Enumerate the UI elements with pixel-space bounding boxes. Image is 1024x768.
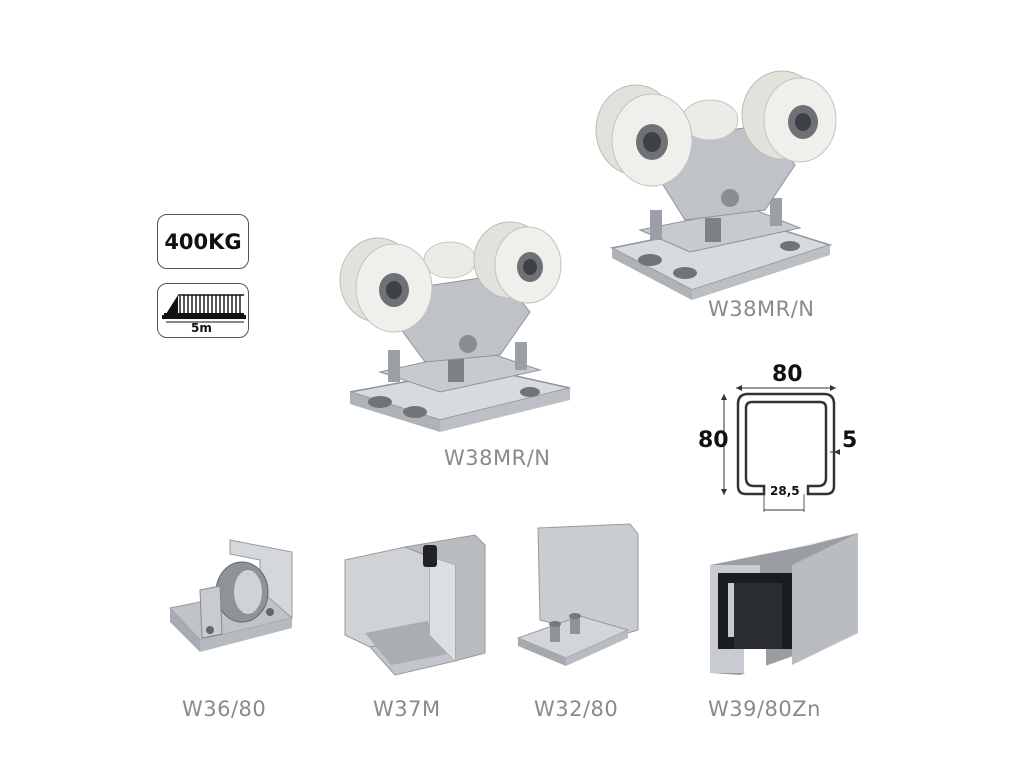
wheel-icon [339,221,562,333]
carriage-w38mr-front [339,221,571,432]
gate-length-text: 5m [191,321,212,335]
label-end-catcher: W37M [373,697,441,721]
gate-icon [162,294,246,323]
carriage-w38mr-back [595,70,837,300]
capacity-badge: 400KG [157,214,249,269]
rail-profile-diagram [721,385,840,512]
guide-roller-w32 [516,523,639,666]
rail-w39 [710,533,858,675]
capacity-text: 400KG [164,229,242,254]
gate-length-badge: 5m [157,283,249,338]
label-guide-roller: W32/80 [534,697,619,721]
wheel-icon [595,70,837,187]
end-catcher-w37m [344,534,486,676]
end-roller-w36 [169,539,294,652]
profile-thickness-label: 5 [842,428,858,453]
label-carriage-front: W38MR/N [444,446,551,470]
profile-height-label: 80 [698,428,729,453]
label-rail: W39/80Zn [708,697,821,721]
label-end-roller: W36/80 [182,697,267,721]
profile-slot-label: 28,5 [770,484,800,498]
label-carriage-back: W38MR/N [708,297,815,321]
profile-width-label: 80 [772,362,803,387]
